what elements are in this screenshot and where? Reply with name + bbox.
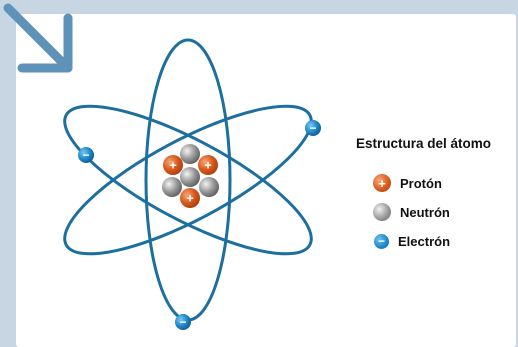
proton-icon: + (373, 174, 391, 192)
proton: + (163, 155, 183, 175)
orbit-tilted-down (63, 104, 313, 256)
legend-item-neutron: Neutrón (373, 202, 450, 222)
neutron (162, 177, 182, 197)
proton: + (198, 155, 218, 175)
electron-sign: − (377, 234, 385, 248)
electron-sign: − (309, 121, 316, 135)
neutron-icon (373, 203, 391, 221)
electron: − (78, 147, 94, 163)
legend-item-electron: − Electrón (373, 231, 450, 251)
electron-sign: − (82, 148, 89, 162)
legend-item-proton: + Protón (373, 173, 442, 193)
legend-label-electron: Electrón (398, 233, 451, 249)
proton: + (180, 188, 200, 208)
proton-sign: + (169, 158, 177, 173)
arrow-icon (3, 3, 73, 73)
neutron (199, 177, 219, 197)
electron-sign: − (179, 315, 186, 329)
nucleus: + + + (162, 144, 219, 208)
proton-sign: + (378, 175, 386, 191)
neutron (180, 144, 200, 164)
legend-label-neutron: Neutrón (400, 204, 450, 220)
electron-icon: − (374, 233, 389, 249)
legend-label-proton: Protón (400, 175, 442, 191)
legend-title: Estructura del átomo (356, 136, 492, 151)
proton-sign: + (186, 191, 194, 206)
electron: − (175, 314, 191, 330)
neutron (180, 167, 200, 187)
proton-sign: + (204, 158, 212, 173)
orbit-tilted-up (63, 104, 313, 256)
electron: − (305, 120, 321, 136)
